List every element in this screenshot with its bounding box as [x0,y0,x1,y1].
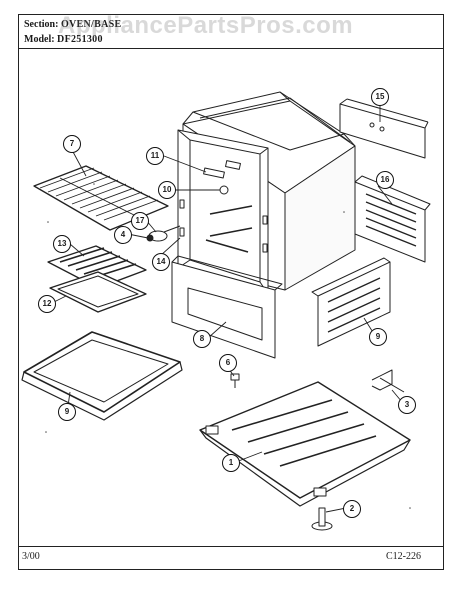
part-8-lower-panel [171,255,283,359]
part-12-broiler-pan [49,271,147,313]
callout-15: 15 [371,88,389,106]
watermark: AppliancePartsPros.com [58,12,354,39]
callout-17: 17 [131,212,149,230]
callout-9-side-panel: 9 [369,328,387,346]
footer-code: C12-226 [386,551,421,562]
section-label: Section: [24,19,59,30]
drawing-frame [18,14,444,570]
part-1-base-frame [199,381,411,507]
callout-2: 2 [343,500,361,518]
callout-6: 6 [219,354,237,372]
part-16-shape [354,175,431,263]
callout-13: 13 [53,235,71,253]
model-value: DF251300 [57,34,103,45]
header-divider [18,48,444,49]
part-10-knob [219,185,229,195]
oven-front-frame [177,129,269,295]
callout-9-drawer: 9 [58,403,76,421]
part-9-side-panel [311,257,391,347]
part-6-screw [230,373,240,388]
section-value: OVEN/BASE [60,19,122,30]
part-2-leveling-leg [311,507,333,531]
part-5-drawer [21,331,183,421]
callout-4: 4 [114,226,132,244]
callout-3: 3 [398,396,416,414]
callout-1: 1 [222,454,240,472]
section-line: Section: OVEN/BASE [24,19,121,30]
callout-16: 16 [376,171,394,189]
part-17-part-4-assembly [146,225,181,242]
model-label: Model: [24,34,55,45]
callout-14: 14 [152,253,170,271]
callout-10: 10 [158,181,176,199]
scan-specks [45,183,411,509]
part-3-bracket [371,369,405,393]
footer-date: 3/00 [22,551,40,562]
part-15-shape [339,98,429,159]
footer-divider [18,546,444,547]
callout-7: 7 [63,135,81,153]
callout-11: 11 [146,147,164,165]
callout-12: 12 [38,295,56,313]
callout-8: 8 [193,330,211,348]
model-line: Model: DF251300 [24,34,103,45]
